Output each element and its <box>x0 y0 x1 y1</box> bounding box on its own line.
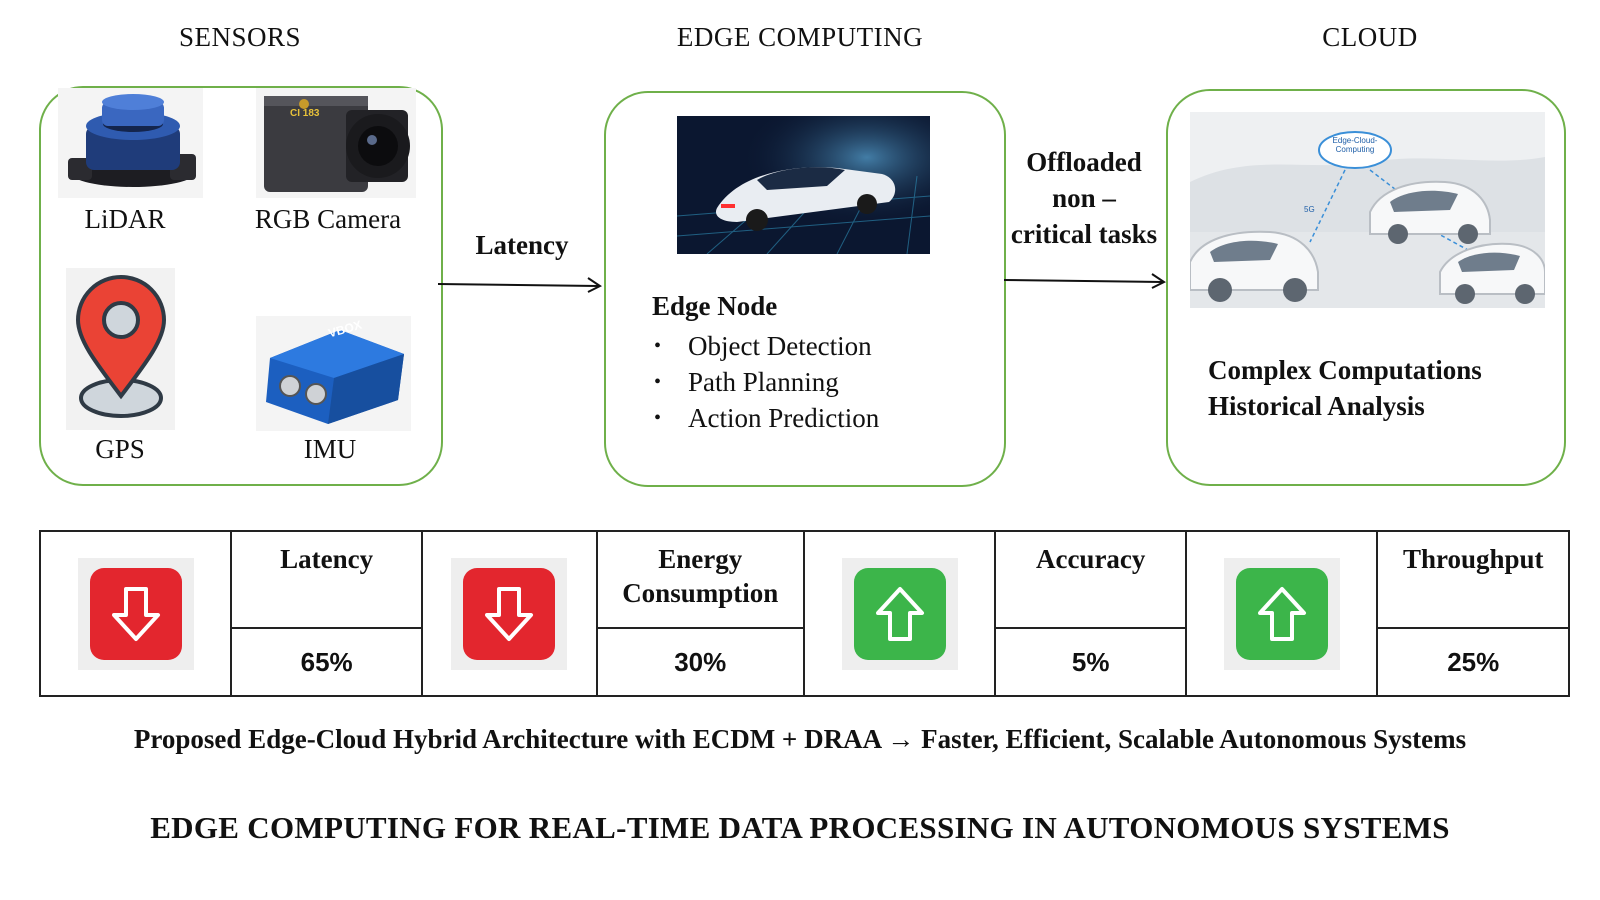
edge-heading: EDGE COMPUTING <box>676 22 924 52</box>
gps-label: GPS <box>95 434 145 464</box>
metric-value: 65% <box>230 627 424 697</box>
sensors-heading: SENSORS <box>178 22 302 52</box>
metric-name: Energy Consumption <box>595 530 805 629</box>
cloud-bubble-label: Edge-Cloud- Computing <box>1332 136 1378 154</box>
cloud-capabilities: Complex Computations Historical Analysis <box>1208 352 1482 424</box>
imu-label: IMU <box>303 434 357 464</box>
page-title: EDGE COMPUTING FOR REAL-TIME DATA PROCES… <box>150 810 1450 845</box>
metric-value: 25% <box>1376 627 1570 697</box>
arrow-up-icon <box>853 567 946 660</box>
offload-line: non – <box>1052 183 1116 213</box>
list-item: Object Detection <box>652 328 879 364</box>
cloud-heading: CLOUD <box>1322 22 1418 52</box>
lidar-image <box>58 88 203 198</box>
edge-to-cloud-arrow <box>1004 273 1166 289</box>
architecture-tagline: Proposed Edge-Cloud Hybrid Architecture … <box>133 724 1467 754</box>
metric-icon-cell <box>802 530 997 697</box>
metric-icon-cell <box>1185 530 1379 697</box>
sensors-to-edge-arrow <box>438 277 602 293</box>
arrow-down-icon <box>463 567 556 660</box>
offload-line: critical tasks <box>1010 219 1158 249</box>
offload-connector-label: Offloaded non – critical tasks <box>996 144 1172 252</box>
map-pin-icon <box>75 275 167 418</box>
lidar-label: LiDAR <box>84 204 166 234</box>
cloud-cars-image <box>1190 112 1545 308</box>
list-item: Path Planning <box>652 364 879 400</box>
arrow-up-icon <box>1235 567 1328 660</box>
camera-label: RGB Camera <box>254 204 402 234</box>
network-label: 5G <box>1304 205 1315 214</box>
cloud-capability: Historical Analysis <box>1208 391 1425 421</box>
metric-icon-cell <box>38 530 233 697</box>
imu-image <box>256 316 411 431</box>
edge-car-image <box>677 116 930 254</box>
latency-connector-label: Latency <box>475 230 569 260</box>
edge-task-list: Object Detection Path Planning Action Pr… <box>652 328 879 436</box>
metrics-table: Latency Energy Consumption Accuracy Thro… <box>38 530 1570 697</box>
car-icon <box>1190 230 1319 302</box>
gps-image <box>66 268 175 430</box>
camera-image <box>256 88 416 198</box>
metric-name: Accuracy <box>994 530 1188 629</box>
metric-value: 30% <box>595 627 805 697</box>
offload-line: Offloaded <box>1026 147 1142 177</box>
list-item: Action Prediction <box>652 400 879 436</box>
cloud-capability: Complex Computations <box>1208 355 1482 385</box>
metric-name: Throughput <box>1376 530 1570 629</box>
metric-name: Latency <box>230 530 424 629</box>
arrow-down-icon <box>89 567 182 660</box>
edge-node-title: Edge Node <box>652 291 778 321</box>
metric-value: 5% <box>994 627 1188 697</box>
metric-icon-cell <box>421 530 598 697</box>
camera-badge: CI 183 <box>290 108 320 119</box>
